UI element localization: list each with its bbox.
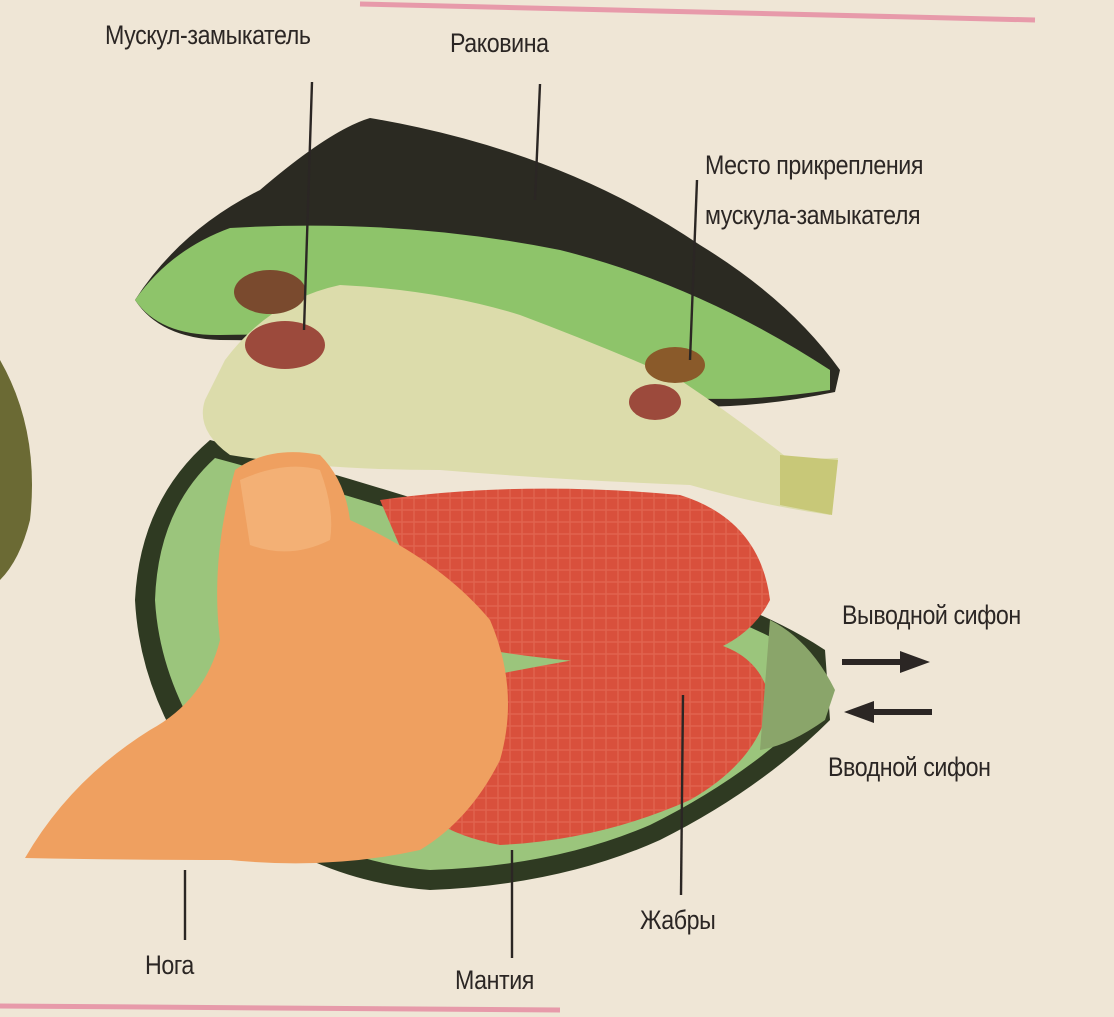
adductor-muscle <box>245 321 325 369</box>
label-attachment-line1: Место прикрепления <box>705 150 923 181</box>
incurrent-arrow <box>844 701 932 723</box>
excurrent-siphon-tube <box>780 455 838 515</box>
partial-shell-left-edge <box>0 360 32 580</box>
label-foot: Нога <box>145 950 194 981</box>
incurrent-siphon-edge <box>760 620 835 750</box>
attachment-site <box>629 384 681 420</box>
bottom-accent-line <box>0 1006 560 1010</box>
label-attachment-line2: мускула-замыкателя <box>705 200 920 231</box>
label-incurrent-siphon: Вводной сифон <box>828 752 991 783</box>
top-accent-line <box>360 4 1035 20</box>
adductor-muscle-upper <box>234 270 306 314</box>
excurrent-arrow <box>842 651 930 673</box>
foot-highlight <box>240 467 331 552</box>
label-mantle: Мантия <box>455 965 534 996</box>
attachment-site-upper <box>645 347 705 383</box>
label-shell: Раковина <box>450 28 549 59</box>
label-gills: Жабры <box>640 905 715 936</box>
label-excurrent-siphon: Выводной сифон <box>842 600 1021 631</box>
label-adductor-muscle: Мускул-замыкатель <box>105 20 311 51</box>
